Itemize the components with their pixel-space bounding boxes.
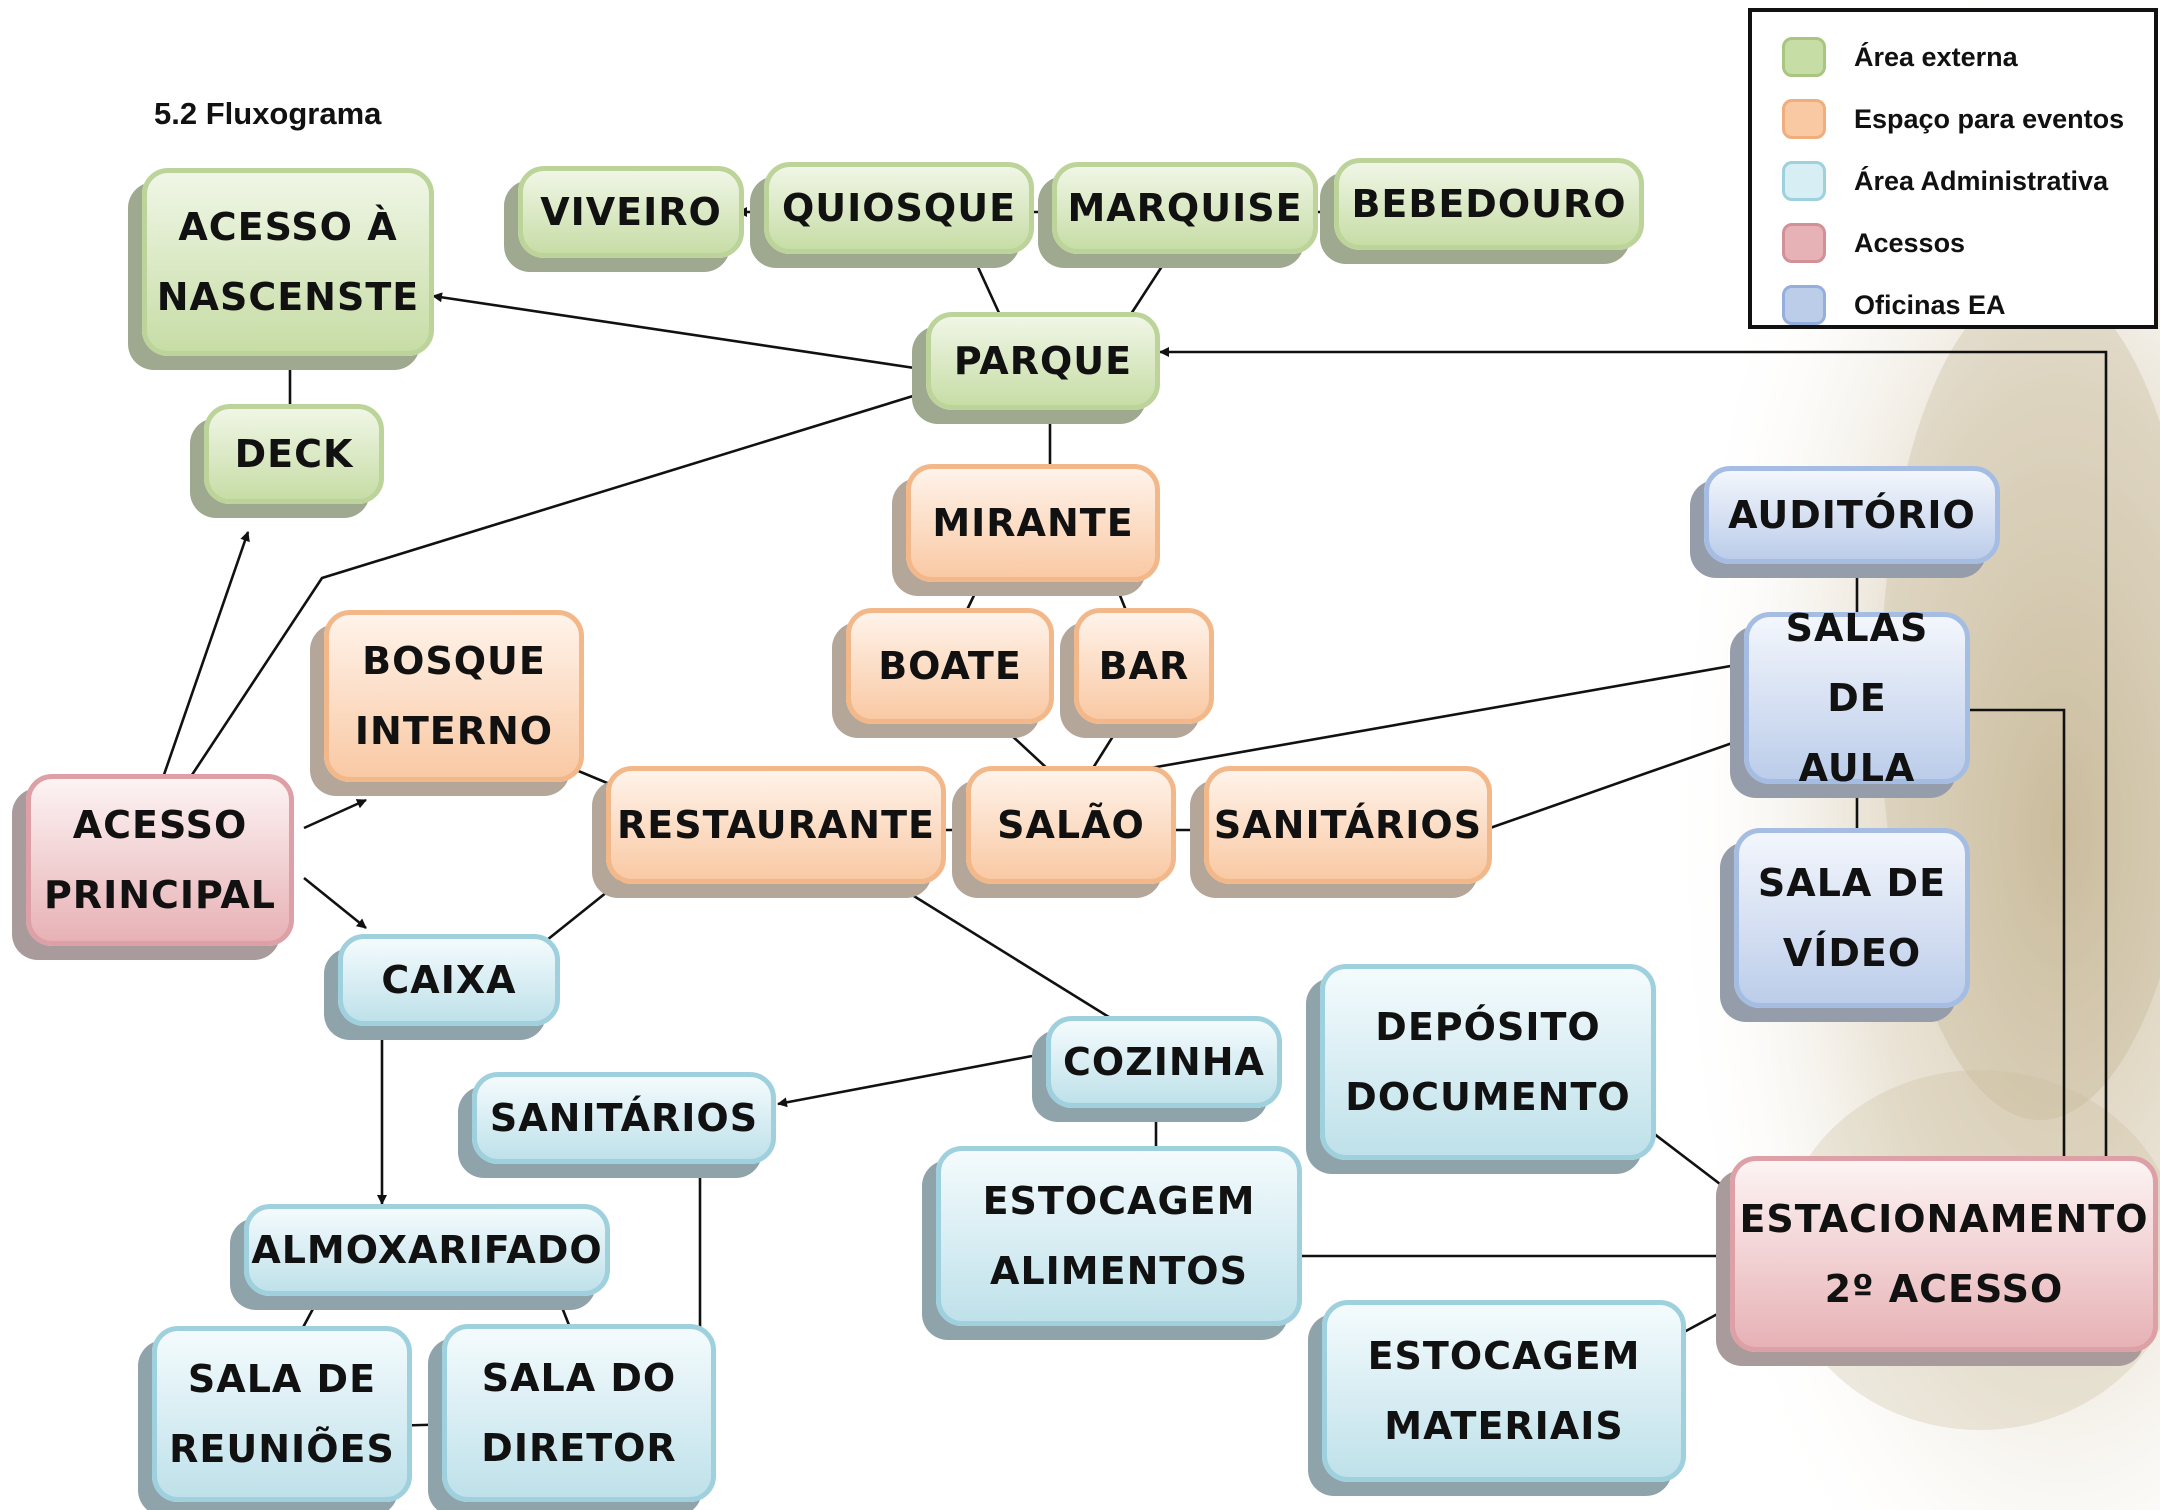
node-acesso-principal: ACESSO PRINCIPAL [26,774,294,946]
node-deck: DECK [204,404,384,504]
legend-swatch [1782,161,1826,201]
node-boate: BOATE [846,608,1054,724]
arrow-principal-caixa [303,876,367,930]
node-salao: SALÃO [966,766,1176,884]
arrow-estacionamento-salasaula [1955,705,2066,1172]
node-auditorio: AUDITÓRIO [1704,466,2000,564]
node-mirante: MIRANTE [906,464,1160,582]
node-bar: BAR [1074,608,1214,724]
legend-label: Área Administrativa [1854,165,2109,196]
legend-item-eventos: Espaço para eventos [1782,88,2154,150]
node-sala-reunioes: SALA DE REUNIÕES [152,1326,412,1502]
legend-label: Área externa [1854,41,2018,72]
arrow-salao-boate [994,719,1052,773]
legend-item-administrativa: Área Administrativa [1782,150,2154,212]
legend-swatch [1782,37,1826,77]
arrow-cozinha-sanitarios [777,1054,1033,1108]
arrow-principal-deck [156,531,250,793]
legend-item-oficinas: Oficinas EA [1782,274,2154,336]
node-caixa: CAIXA [338,934,560,1026]
legend-label: Espaço para eventos [1854,103,2125,134]
arrow-parque-marquise [1129,253,1172,315]
node-restaurante: RESTAURANTE [606,766,946,884]
node-sanitarios-admin: SANITÁRIOS [472,1072,776,1164]
node-deposito: DEPÓSITO DOCUMENTO [1320,964,1656,1160]
node-quiosque: QUIOSQUE [764,162,1034,254]
node-acesso-nascente: ACESSO À NASCENSTE [142,168,434,356]
legend: Área externa Espaço para eventos Área Ad… [1748,8,2158,329]
arrow-parque-nascente [432,292,929,372]
arrow-estacionamento-parque [1159,347,2108,1172]
node-estocagem-materiais: ESTOCAGEM MATERIAIS [1322,1300,1686,1482]
node-marquise: MARQUISE [1052,162,1318,254]
node-bosque: BOSQUE INTERNO [324,610,584,782]
arrow-sanitarios-salasaula [1489,732,1759,830]
legend-swatch [1782,223,1826,263]
arrow-principal-parque [180,389,927,791]
node-almoxarifado: ALMOXARIFADO [244,1204,610,1296]
node-salas-aula: SALAS DE AULA [1744,606,1970,790]
arrow-principal-bosque [303,798,367,830]
legend-item-acessos: Acessos [1782,212,2154,274]
node-parque: PARQUE [926,312,1160,410]
node-sala-video: SALA DE VÍDEO [1734,828,1970,1008]
legend-label: Oficinas EA [1854,289,2006,320]
legend-item-area-externa: Área externa [1782,26,2154,88]
legend-swatch [1782,285,1826,325]
node-sala-diretor: SALA DO DIRETOR [442,1324,716,1502]
node-estacionamento: ESTACIONAMENTO 2º ACESSO [1730,1156,2158,1352]
page-title: 5.2 Fluxograma [154,96,382,131]
node-estocagem-alimentos: ESTOCAGEM ALIMENTOS [936,1146,1302,1326]
arrow-salao-salasaula [1127,660,1743,774]
legend-label: Acessos [1854,227,1966,258]
arrow-cozinha-restaurante [887,878,1134,1034]
node-cozinha: COZINHA [1046,1016,1282,1108]
node-viveiro: VIVEIRO [518,166,744,258]
node-sanitarios-eventos: SANITÁRIOS [1204,766,1492,884]
node-bebedouro: BEBEDOURO [1334,158,1644,250]
legend-swatch [1782,99,1826,139]
